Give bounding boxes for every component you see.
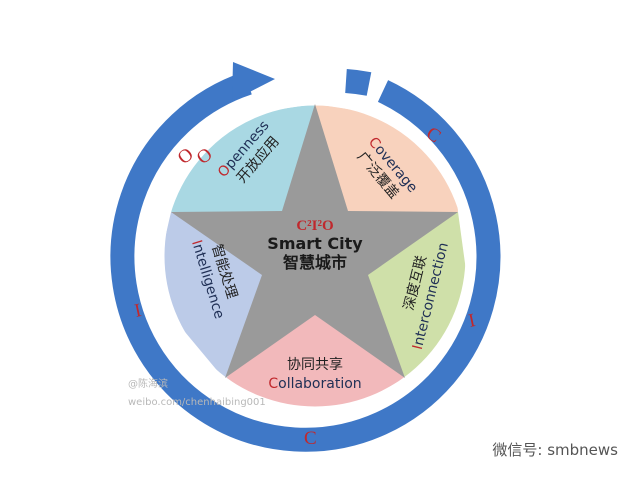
ring-label-c-bottom: C bbox=[304, 428, 317, 449]
collaboration-en-label: Collaboration bbox=[268, 376, 361, 392]
wechat-id: 微信号: smbnews bbox=[492, 441, 618, 459]
center-star bbox=[171, 104, 458, 378]
ring-arc-top-right bbox=[345, 69, 372, 96]
ring-arrow-head bbox=[232, 62, 275, 101]
ring-arc-left bbox=[110, 71, 501, 452]
center-line-zh: 智慧城市 bbox=[283, 253, 347, 272]
center-line-smart-city: Smart City bbox=[267, 234, 363, 253]
ring-label-i-right: I bbox=[467, 310, 478, 332]
sector-collaboration-labels: 协同共享 Collaboration bbox=[268, 356, 361, 392]
watermark-handle: @陈海滨 bbox=[128, 377, 168, 390]
center-title: C²I²O bbox=[296, 218, 333, 234]
ring-label-i-left: I bbox=[133, 300, 144, 322]
sector-collaboration bbox=[225, 256, 405, 408]
collaboration-zh-label: 协同共享 bbox=[287, 356, 343, 373]
watermark-url: weibo.com/chenhaibing001 bbox=[128, 397, 266, 408]
